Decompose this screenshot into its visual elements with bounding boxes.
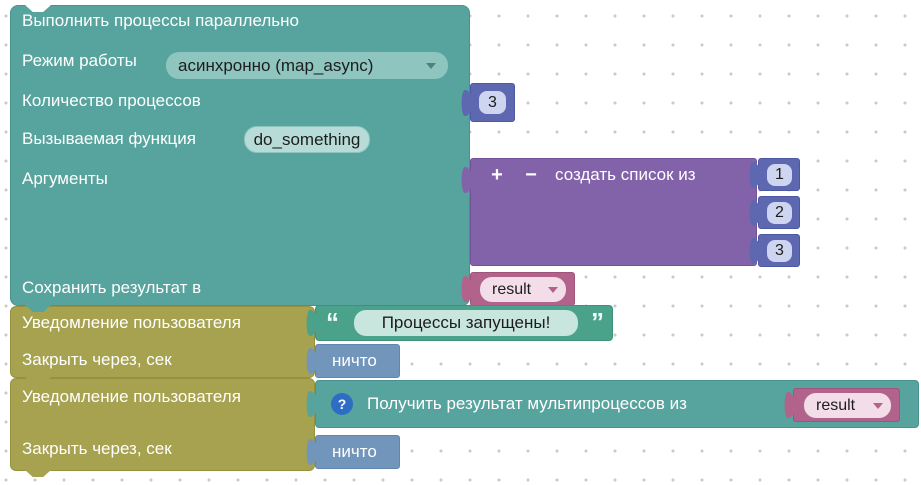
close-after-label: Закрыть через, сек <box>22 439 172 458</box>
dropdown-arrow-icon <box>426 62 436 69</box>
mode-dropdown[interactable]: асинхронно (map_async) <box>166 52 448 79</box>
list-item-value-block[interactable]: 3 <box>749 234 800 267</box>
string-literal-block[interactable]: “ Процессы запущены! ” <box>306 305 613 341</box>
process-count-value-block[interactable]: 3 <box>461 83 515 122</box>
puzzle-connector <box>459 276 473 302</box>
null-label: ничто <box>332 351 377 370</box>
puzzle-connector <box>459 167 473 193</box>
create-list-block[interactable]: + − создать список из <box>461 158 757 266</box>
quote-open-icon: “ <box>326 307 339 337</box>
puzzle-connector <box>304 348 318 374</box>
puzzle-connector <box>304 310 318 336</box>
block-title: Выполнить процессы параллельно <box>22 11 299 30</box>
bottom-tab <box>25 377 51 384</box>
puzzle-connector <box>304 391 318 417</box>
puzzle-connector <box>747 199 761 226</box>
message-text-input[interactable]: Процессы запущены! <box>354 310 578 336</box>
dropdown-arrow-icon <box>548 286 558 293</box>
result-variable-block[interactable]: result <box>461 272 575 306</box>
arguments-label: Аргументы <box>22 169 108 188</box>
top-notch <box>25 5 51 12</box>
list-item-value-block[interactable]: 1 <box>749 158 800 191</box>
puzzle-connector <box>782 392 796 418</box>
puzzle-connector <box>747 161 761 188</box>
list-item-input[interactable]: 2 <box>767 202 792 224</box>
puzzle-connector <box>459 89 473 116</box>
dropdown-arrow-icon <box>873 402 883 409</box>
puzzle-connector <box>304 439 318 465</box>
variable-dropdown-value: result <box>816 396 856 414</box>
null-label: ничто <box>332 442 377 461</box>
list-item-input[interactable]: 3 <box>767 240 792 262</box>
help-icon[interactable]: ? <box>331 393 353 415</box>
result-variable-block[interactable]: result <box>784 388 900 422</box>
null-value-block[interactable]: ничто <box>306 344 400 378</box>
list-item-value-block[interactable]: 2 <box>749 196 800 229</box>
remove-item-button[interactable]: − <box>525 164 537 186</box>
variable-dropdown[interactable]: result <box>480 277 566 302</box>
run-parallel-block[interactable]: Выполнить процессы параллельно Режим раб… <box>10 5 470 312</box>
mode-label: Режим работы <box>22 51 137 70</box>
mode-dropdown-value: асинхронно (map_async) <box>178 55 374 75</box>
notification-label: Уведомление пользователя <box>22 387 241 406</box>
process-count-input[interactable]: 3 <box>479 91 506 114</box>
user-notification-block[interactable]: Уведомление пользователя Закрыть через, … <box>10 306 315 384</box>
list-item-input[interactable]: 1 <box>767 164 792 186</box>
variable-dropdown-value: result <box>492 280 532 298</box>
bottom-tab <box>25 470 51 477</box>
create-list-label: создать список из <box>555 165 696 184</box>
quote-close-icon: ” <box>591 307 604 337</box>
user-notification-block[interactable]: Уведомление пользователя Закрыть через, … <box>10 378 315 477</box>
bottom-tab <box>25 305 51 312</box>
function-name-input[interactable]: do_something <box>244 126 370 153</box>
null-value-block[interactable]: ничто <box>306 435 400 469</box>
notification-label: Уведомление пользователя <box>22 313 241 332</box>
function-label: Вызываемая функция <box>22 129 196 148</box>
add-item-button[interactable]: + <box>491 164 503 186</box>
puzzle-connector <box>747 237 761 264</box>
variable-dropdown[interactable]: result <box>804 393 891 418</box>
close-after-label: Закрыть через, сек <box>22 350 172 369</box>
getter-label: Получить результат мультипроцессов из <box>367 394 687 413</box>
process-count-label: Количество процессов <box>22 91 201 110</box>
save-result-label: Сохранить результат в <box>22 278 202 297</box>
